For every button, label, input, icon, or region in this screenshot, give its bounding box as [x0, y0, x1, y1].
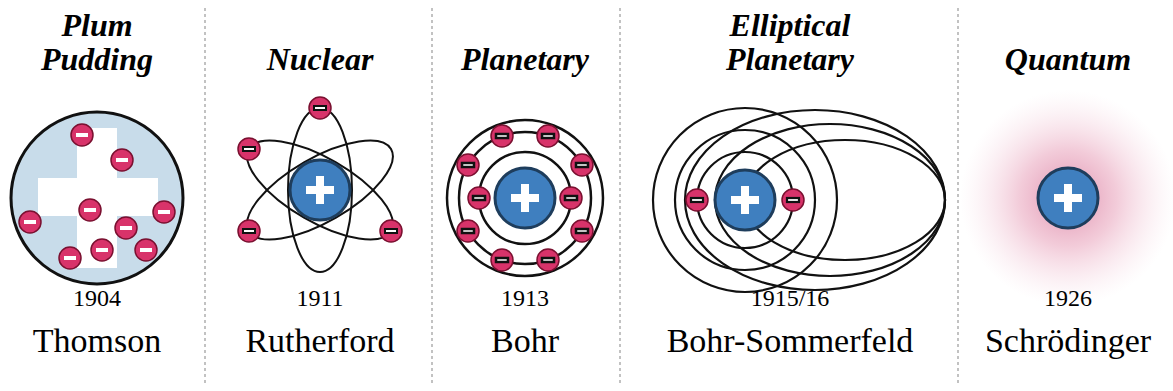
year-label: 1904 [73, 284, 121, 312]
year-label: 1911 [296, 284, 343, 312]
planetary-atom [447, 120, 603, 276]
model-name: Plum Pudding [12, 8, 182, 76]
scientist-name: Bohr [491, 322, 559, 360]
scientist-name: Thomson [33, 322, 161, 360]
model-name: Nuclear [220, 42, 420, 76]
quantum-atom [960, 90, 1173, 306]
scientist-name: Bohr-Sommerfeld [667, 322, 914, 360]
year-label: 1915/16 [751, 284, 830, 312]
year-label: 1926 [1044, 284, 1092, 312]
year-label: 1913 [501, 284, 549, 312]
scientist-name: Rutherford [245, 322, 394, 360]
model-name: Elliptical Planetary [675, 8, 905, 76]
elliptical-planetary-atom [653, 108, 945, 292]
nuclear-atom [233, 97, 407, 272]
model-name: Quantum [968, 42, 1168, 76]
model-name: Planetary [425, 42, 625, 76]
plum-pudding-atom [11, 112, 183, 284]
scientist-name: Schrödinger [985, 322, 1151, 360]
column-separators [205, 8, 958, 385]
